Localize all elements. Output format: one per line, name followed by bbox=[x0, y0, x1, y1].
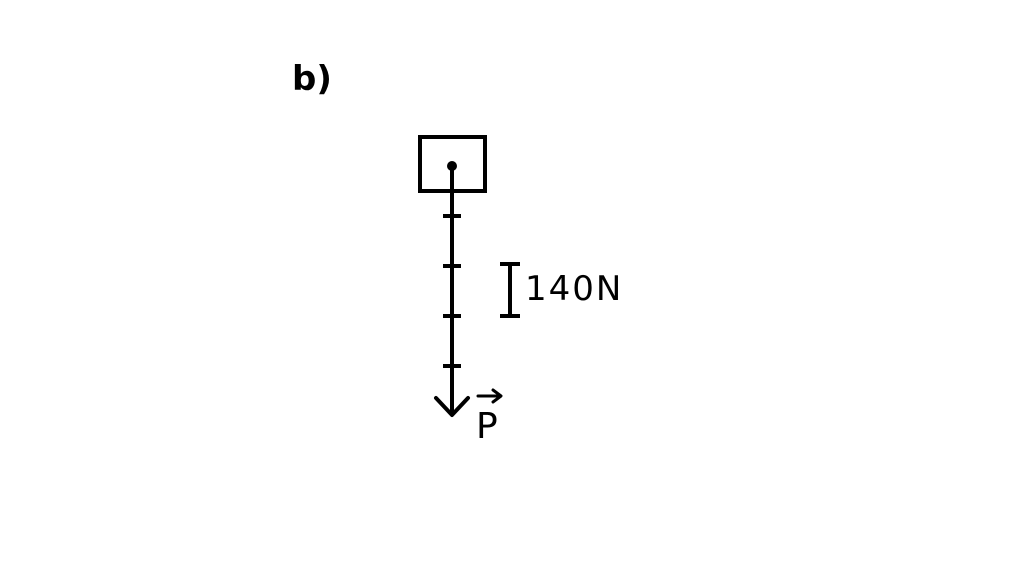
vector-label-text: P bbox=[476, 406, 498, 447]
scale-label: 140N bbox=[525, 269, 623, 309]
scale-ticks bbox=[443, 214, 461, 368]
vector-arrow-tip bbox=[491, 388, 503, 404]
vector-label: P bbox=[476, 388, 503, 447]
scale-bar bbox=[500, 262, 520, 318]
force-vector-arrowhead bbox=[434, 396, 470, 417]
part-label: b) bbox=[292, 59, 332, 99]
